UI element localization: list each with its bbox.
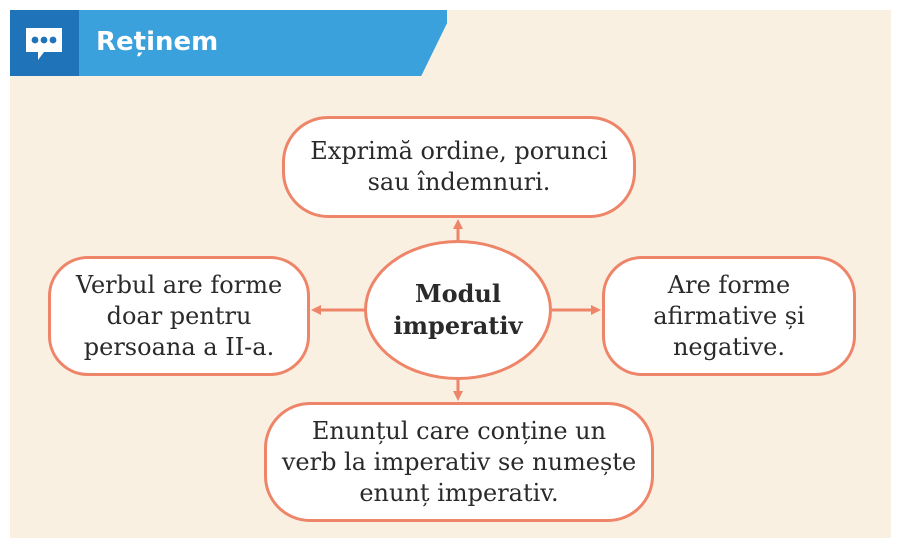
center-line2: imperativ (393, 311, 523, 340)
bubble-top-line1: Exprimă ordine, porunci (310, 137, 608, 165)
chat-bubble-icon (22, 24, 66, 68)
bubble-bottom: Enunțul care conține un verb la imperati… (264, 402, 654, 522)
bubble-right-line1: Are forme (667, 270, 791, 299)
bubble-top-line2: sau îndemnuri. (367, 168, 551, 196)
header-title-bar (79, 10, 447, 76)
bubble-bottom-line1: Enunțul care conține un (311, 416, 607, 445)
bubble-left-line2: doar pentru (106, 301, 252, 330)
bubble-right-line2: afirmative și (653, 301, 805, 330)
center-node: Modul imperativ (364, 240, 552, 380)
bubble-right: Are forme afirmative și negative. (602, 256, 856, 376)
bubble-top: Exprimă ordine, porunci sau îndemnuri. (282, 116, 636, 218)
bubble-bottom-line3: enunț imperativ. (359, 478, 559, 507)
bubble-left: Verbul are forme doar pentru persoana a … (48, 256, 310, 376)
header-title: Reținem (96, 27, 219, 57)
bubble-bottom-line2: verb la imperativ se numește (281, 447, 637, 476)
bubble-left-line3: persoana a II-a. (83, 332, 275, 361)
bubble-left-line1: Verbul are forme (75, 270, 283, 299)
bubble-right-line3: negative. (672, 332, 786, 361)
center-line1: Modul (415, 279, 501, 308)
